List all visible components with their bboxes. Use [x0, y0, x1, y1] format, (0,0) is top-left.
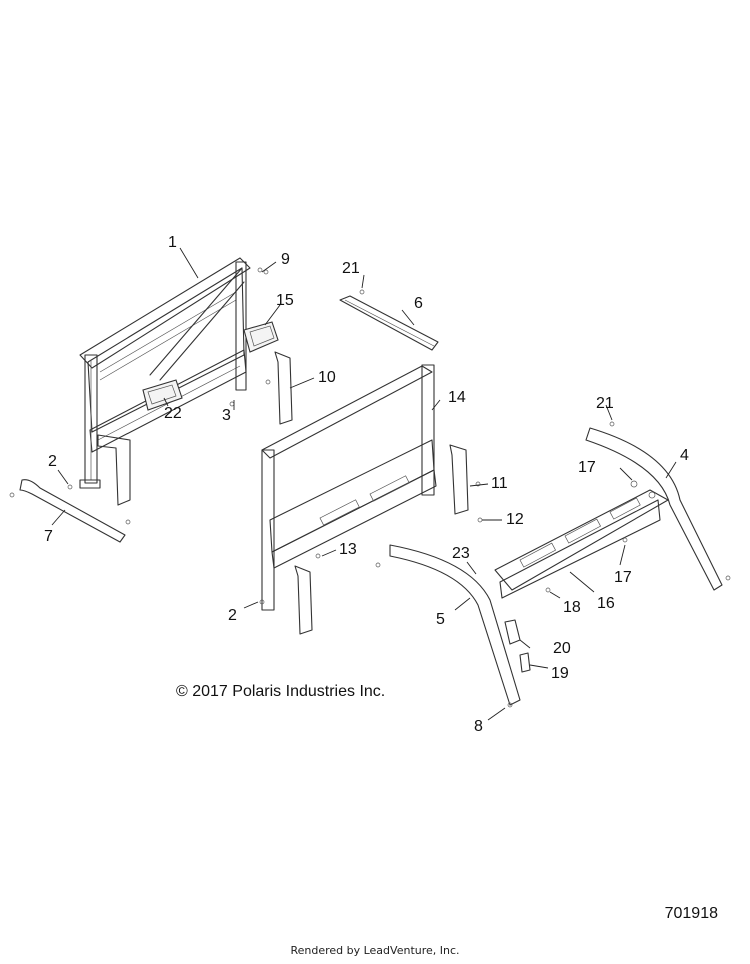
callout-3: 3	[222, 407, 231, 424]
callout-9: 9	[281, 251, 290, 268]
leader-lines	[51, 247, 677, 721]
callout-8: 8	[474, 718, 483, 735]
rear-frame-panel	[79, 257, 251, 506]
callout-1: 1	[168, 234, 177, 251]
callout-23: 23	[452, 545, 470, 562]
mount-brackets	[274, 351, 469, 635]
callout-2b: 2	[228, 607, 237, 624]
callout-22: 22	[164, 405, 182, 422]
callout-15: 15	[276, 292, 294, 309]
callout-16: 16	[597, 595, 615, 612]
callout-21b: 21	[596, 395, 614, 412]
callout-18: 18	[563, 599, 581, 616]
callout-labels: 1 2 2 3 4 5 6 7 8 9 10 11 12 13 14 15 16…	[44, 234, 689, 735]
middle-frame	[261, 364, 437, 611]
callout-10: 10	[318, 369, 336, 386]
callout-17b: 17	[614, 569, 632, 586]
drawing-number: 701918	[664, 905, 718, 922]
callout-21a: 21	[342, 260, 360, 277]
light	[142, 379, 183, 411]
curved-tube	[389, 544, 521, 706]
callout-2a: 2	[48, 453, 57, 470]
callout-14: 14	[448, 389, 466, 406]
top-rail	[339, 295, 439, 351]
hardware	[9, 267, 731, 708]
callout-6: 6	[414, 295, 423, 312]
callout-17a: 17	[578, 459, 596, 476]
callout-7: 7	[44, 528, 53, 545]
copyright-notice: © 2017 Polaris Industries Inc.	[176, 683, 386, 700]
rendered-by-footer: Rendered by LeadVenture, Inc.	[290, 944, 460, 957]
callout-12: 12	[506, 511, 524, 528]
callout-13: 13	[339, 541, 357, 558]
callout-11: 11	[491, 475, 508, 492]
callout-5: 5	[436, 611, 445, 628]
callout-4: 4	[680, 447, 689, 464]
side-light	[243, 321, 279, 353]
callout-19: 19	[551, 665, 569, 682]
left-tube	[19, 479, 126, 543]
callout-20: 20	[553, 640, 571, 657]
right-curved-tube	[585, 427, 723, 591]
